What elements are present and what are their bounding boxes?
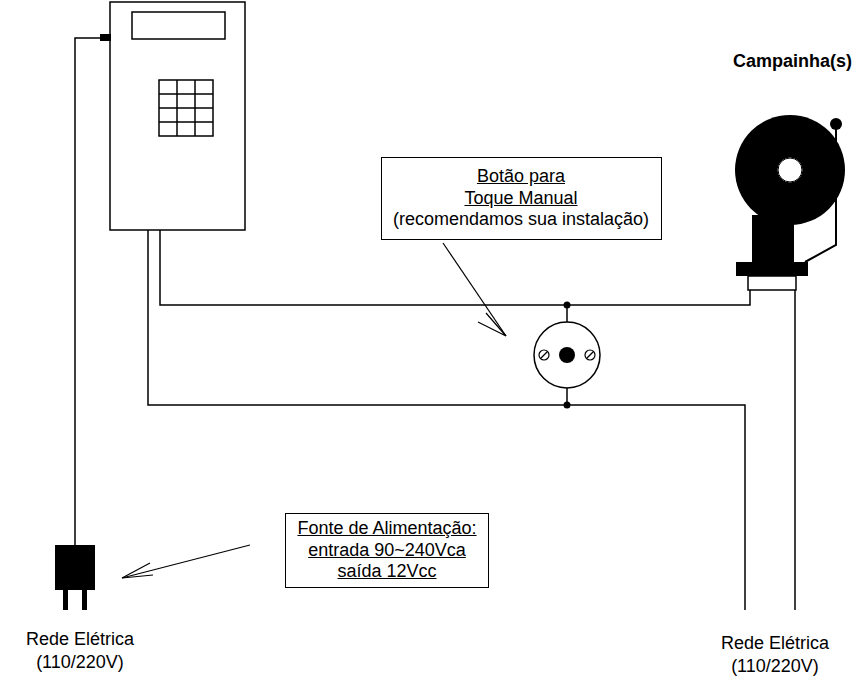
callout-text: Botão para Toque Manual [459,166,584,209]
callout-box: Botão para Toque Manual(recomendamos sua… [381,157,662,240]
wires [148,230,795,610]
controller-device [110,2,245,230]
callout-text: (recomendamos sua instalação) [393,209,649,231]
leader-line [122,545,250,578]
mains-label: Rede Elétrica (110/220V) [10,628,150,673]
callout-text: entrada 90~240Vca [308,540,466,562]
mains-label: Rede Elétrica (110/220V) [705,632,845,677]
push-button-symbol [534,322,600,388]
leader-line [443,243,506,336]
junction-dot [564,302,571,309]
callout-box: Fonte de Alimentação:entrada 90~240Vcasa… [285,513,489,588]
callout-text: saída 12Vcc [337,561,436,583]
callout-text: Fonte de Alimentação: [297,518,476,540]
power-supply-cord [55,34,111,610]
component-title: Campainha(s) [733,50,852,73]
bell-symbol [735,115,845,290]
junction-dot [564,402,571,409]
